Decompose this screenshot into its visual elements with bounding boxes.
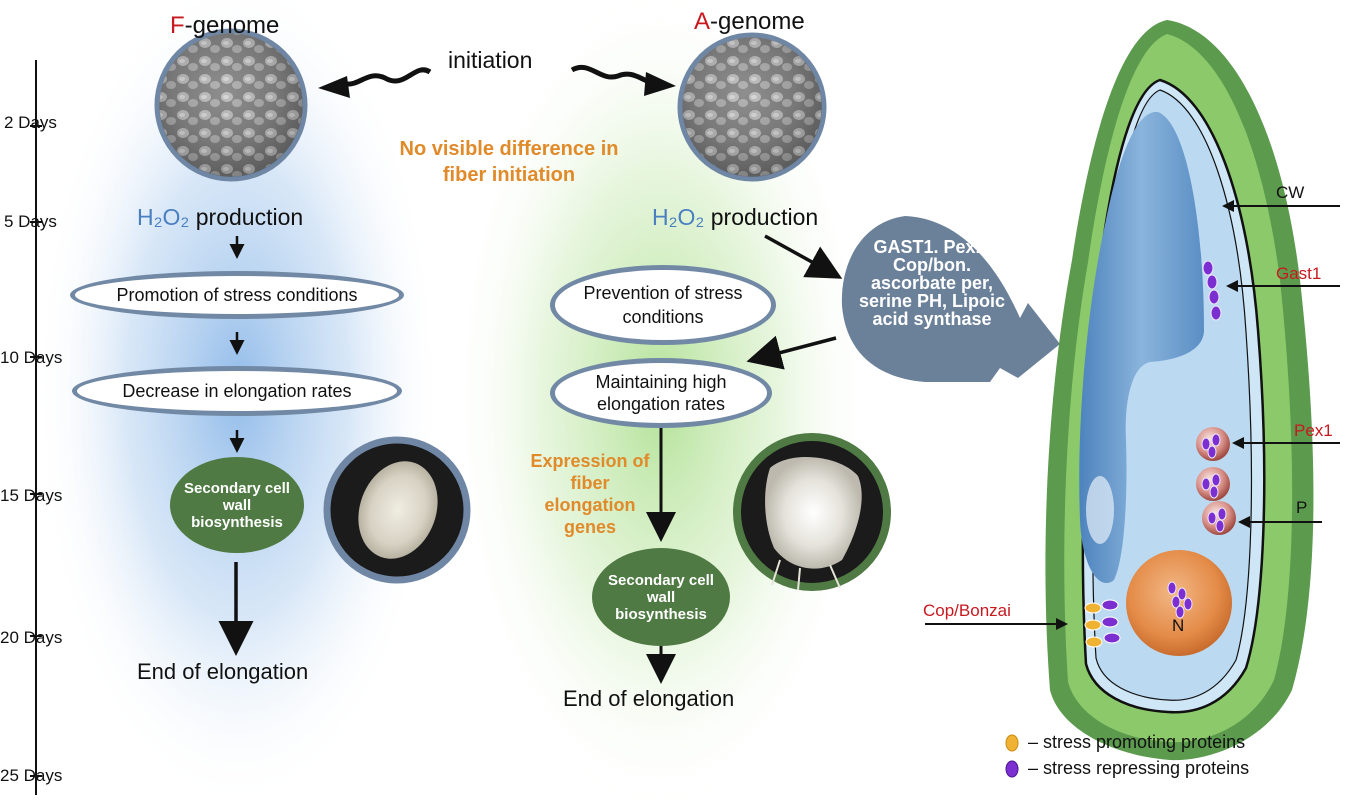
timeline-label-15-days: 15 Days <box>0 486 63 505</box>
timeline-label-20-days: 20 Days <box>0 628 63 647</box>
label-cop-bonzai: Cop/Bonzai <box>923 601 1011 620</box>
a-end-elongation: End of elongation <box>563 686 735 711</box>
timeline-label-2-days: 2 Days <box>4 113 57 132</box>
initiation-arrow-right <box>644 72 676 96</box>
f-end-elongation: End of elongation <box>137 659 309 684</box>
legend-repressing: – stress repressing proteins <box>1028 758 1250 778</box>
a-secondary-cell-wall: Secondary cell wall biosynthesis <box>592 548 730 646</box>
label-pex1: Pex1 <box>1294 421 1333 440</box>
a-maintaining-elongation: Maintaining high elongation rates <box>550 358 772 428</box>
timeline-label-10-days: 10 Days <box>0 348 63 367</box>
initiation-label: initiation <box>448 47 533 73</box>
a-genome-title: A-genome <box>694 8 805 35</box>
label-nucleus: N <box>1172 616 1185 635</box>
repressing-protein-icon <box>1005 760 1019 778</box>
f-promotion-stress: Promotion of stress conditions <box>70 271 404 319</box>
promoting-protein-icon <box>1005 734 1019 752</box>
f-secondary-cell-wall: Secondary cell wall biosynthesis <box>170 457 304 553</box>
label-gast1: Gast1 <box>1276 264 1322 283</box>
f-genome-title: F-genome <box>170 12 280 39</box>
timeline-label-25-days: 25 Days <box>0 766 63 785</box>
a-prevention-stress: Prevention of stress conditions <box>550 265 776 345</box>
timeline-label-5-days: 5 Days <box>4 212 57 231</box>
a-expression-genes: Expression of fiber elongation genes <box>530 451 650 537</box>
cop-bonzai-proteins <box>1084 599 1121 648</box>
f-h2o2-production: H₂O₂ production <box>137 204 304 230</box>
initiation-arrow-left <box>318 76 350 98</box>
label-cw: CW <box>1276 183 1305 202</box>
cell-illustration <box>1045 20 1314 761</box>
no-difference-note: No visible difference in fiber initiatio… <box>399 138 619 186</box>
a-h2o2-production: H₂O₂ production <box>652 204 819 230</box>
gene-list-text: GAST1. Pex1, Cop/bon. ascorbate per, ser… <box>858 237 1006 329</box>
vacuole <box>1079 111 1204 584</box>
f-decrease-elongation: Decrease in elongation rates <box>72 366 402 416</box>
gast1-proteins <box>1202 260 1222 321</box>
label-p: P <box>1296 498 1308 517</box>
legend-promoting: – stress promoting proteins <box>1028 732 1246 752</box>
gene-list-arrow <box>841 216 1060 382</box>
